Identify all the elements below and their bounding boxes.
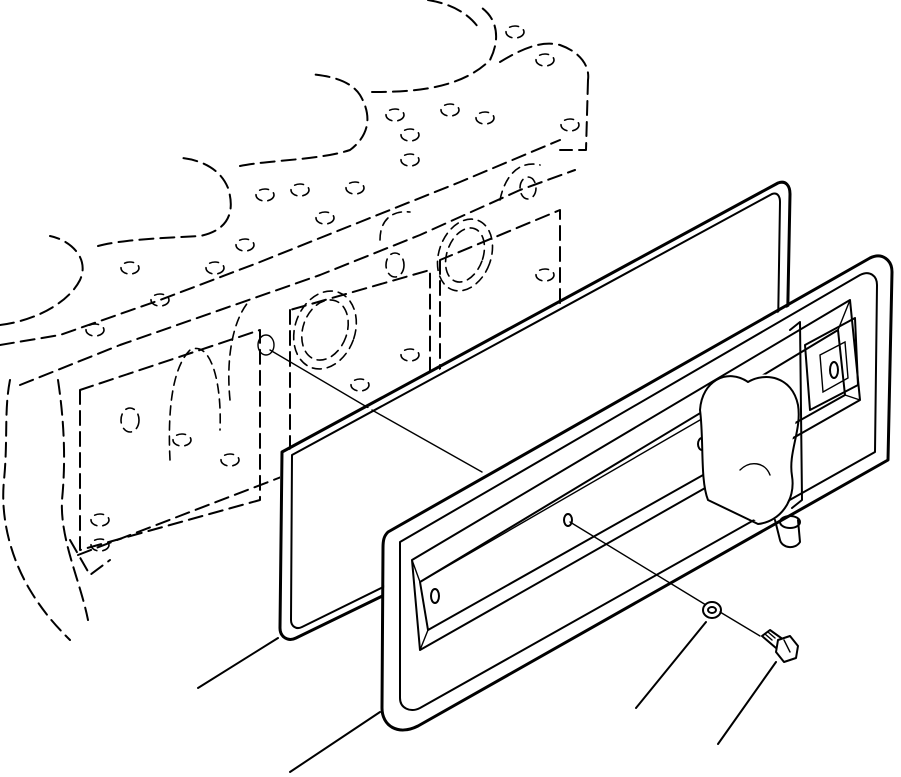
washer-leader xyxy=(635,621,707,709)
side-cover xyxy=(380,254,894,732)
bolt xyxy=(761,629,799,663)
side-cover-leader xyxy=(289,711,381,773)
gasket-leader xyxy=(197,637,279,689)
callout-leaders xyxy=(197,621,777,773)
washer xyxy=(702,601,761,637)
bolt-leader xyxy=(717,661,777,745)
